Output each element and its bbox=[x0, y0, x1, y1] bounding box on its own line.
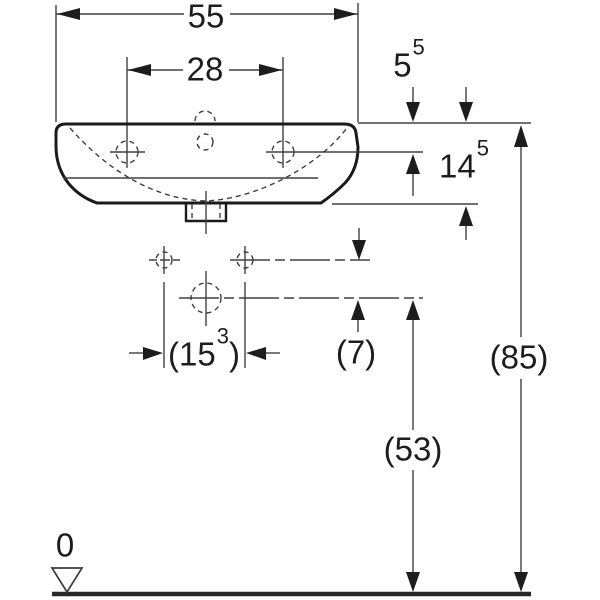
label-fixing-to-trap: (7) bbox=[336, 336, 376, 369]
dimension-rim-to-lower-edge bbox=[332, 87, 478, 240]
label-rim-to-tap-hole-base: 5 bbox=[393, 46, 412, 84]
tap-holes bbox=[110, 140, 423, 164]
label-rim-to-lower-edge-base: 14 bbox=[439, 147, 476, 185]
label-fixing-hole-spacing-close: ) bbox=[228, 335, 240, 373]
dimension-fixing-to-trap bbox=[351, 228, 366, 332]
label-rim-to-tap-hole-sup: 5 bbox=[412, 34, 425, 60]
basin-outline bbox=[54, 110, 360, 205]
arrowhead-up bbox=[459, 206, 473, 226]
label-rim-to-tap-hole: 55 bbox=[393, 36, 425, 84]
fixing-holes bbox=[149, 246, 370, 368]
label-tap-hole-spacing-text: 28 bbox=[186, 50, 224, 88]
arrowhead-up bbox=[406, 300, 420, 320]
dimension-rim-height bbox=[514, 125, 528, 592]
label-fixing-to-trap-text: (7) bbox=[335, 333, 377, 371]
floor bbox=[50, 567, 531, 597]
dimension-overall-width bbox=[55, 3, 359, 122]
label-fixing-hole-spacing-open: (15 bbox=[168, 335, 216, 373]
arrowhead-right bbox=[259, 64, 282, 76]
label-rim-height: (85) bbox=[490, 341, 549, 374]
label-rim-to-lower-edge: 145 bbox=[439, 137, 489, 185]
arrowhead-left bbox=[246, 347, 266, 360]
dimension-trap-height bbox=[406, 300, 420, 592]
trap-connection bbox=[179, 271, 423, 326]
overflow-arc bbox=[194, 110, 216, 122]
arrowhead-down bbox=[406, 572, 420, 592]
label-rim-to-lower-edge-sup: 5 bbox=[476, 135, 489, 161]
dimension-rim-to-tap-hole bbox=[358, 87, 531, 196]
label-trap-height-text: (53) bbox=[383, 430, 443, 468]
arrowhead-left bbox=[128, 64, 151, 76]
label-overall-width: 55 bbox=[188, 0, 225, 33]
arrowhead-right bbox=[334, 8, 357, 20]
label-floor-datum-text: 0 bbox=[55, 526, 75, 564]
label-rim-height-text: (85) bbox=[489, 338, 549, 376]
arrowhead-down bbox=[352, 240, 366, 260]
arrowhead-down bbox=[406, 102, 420, 122]
dimension-tap-hole-spacing bbox=[126, 57, 284, 168]
basin-bowl-dashed-curve bbox=[69, 127, 348, 202]
label-overall-width-text: 55 bbox=[187, 0, 225, 35]
arrowhead-left bbox=[57, 8, 80, 20]
label-tap-hole-spacing: 28 bbox=[187, 53, 224, 86]
overflow-hole bbox=[196, 133, 214, 151]
label-fixing-hole-spacing-sup: 3 bbox=[216, 323, 229, 349]
arrowhead-up bbox=[351, 300, 365, 320]
dimension-fixing-hole-spacing bbox=[129, 347, 280, 360]
label-trap-height: (53) bbox=[384, 433, 443, 466]
basin-body bbox=[54, 122, 360, 205]
label-fixing-hole-spacing: (153) bbox=[168, 325, 240, 373]
drain-outlet bbox=[184, 191, 228, 234]
arrowhead-down bbox=[459, 102, 473, 122]
arrowhead-up bbox=[406, 154, 420, 174]
arrowhead-right bbox=[143, 347, 163, 360]
arrowhead-up bbox=[514, 125, 528, 147]
label-floor-datum: 0 bbox=[56, 529, 74, 562]
arrowhead-down bbox=[514, 572, 528, 592]
datum-triangle-icon bbox=[50, 567, 84, 594]
